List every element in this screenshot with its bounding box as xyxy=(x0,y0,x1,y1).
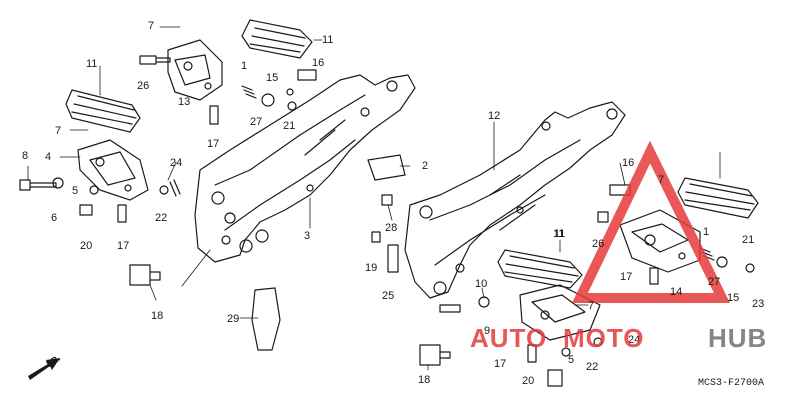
part-number-label: 26 xyxy=(592,238,605,250)
part-number-label: 10 xyxy=(475,278,488,290)
part-number-label: 19 xyxy=(365,262,378,274)
part-number-label: 26 xyxy=(137,80,150,92)
part-number-label: 12 xyxy=(488,110,501,122)
part-number-label: 25 xyxy=(382,290,395,302)
part-number-label: 16 xyxy=(622,157,635,169)
part-number-label: 7 xyxy=(588,300,595,312)
front-direction-arrow xyxy=(28,358,60,380)
right-step-stay xyxy=(404,101,626,299)
part-number-label: 11 xyxy=(86,58,98,70)
part-number-label: 15 xyxy=(266,72,279,84)
bolts xyxy=(19,55,659,387)
part-number-label: 1 xyxy=(703,226,710,238)
part-number-label: 24 xyxy=(628,334,641,346)
watermark-text-moto: MOTO xyxy=(563,323,645,353)
footpeg-bracket-7 xyxy=(519,284,601,341)
part-number-label: 1 xyxy=(241,60,248,72)
watermark-text-auto: AUTO xyxy=(470,323,548,353)
part-number-label: 11 xyxy=(322,34,334,46)
part-number-label: 24 xyxy=(170,157,183,169)
part-number-label: 5 xyxy=(72,185,79,197)
watermark-triangle xyxy=(572,140,731,303)
part-number-label: 9 xyxy=(484,325,491,337)
footpeg-rubber-top xyxy=(241,19,313,59)
part-number-label: 17 xyxy=(620,271,633,283)
part-number-label: 13 xyxy=(178,96,191,108)
part-number-label: 17 xyxy=(494,358,507,370)
part-number-label: 7 xyxy=(658,174,665,186)
part-number-label: 22 xyxy=(586,361,599,373)
part-number-label: 21 xyxy=(742,234,755,246)
footpeg-bracket-4 xyxy=(77,139,149,201)
part-number-label: 18 xyxy=(418,374,431,386)
part-number-label: 28 xyxy=(385,222,398,234)
part-number-label: 11 xyxy=(553,228,565,240)
part-number-label: 7 xyxy=(55,125,62,137)
footpeg-bracket-13 xyxy=(167,39,223,101)
part-number-label: 5 xyxy=(568,354,575,366)
footpeg-rubber-center xyxy=(497,249,583,289)
left-step-stay xyxy=(194,74,416,263)
part-number-label: 14 xyxy=(670,286,683,298)
watermark-text-hub: HUB xyxy=(708,323,768,353)
part-number-label: 27 xyxy=(250,116,263,128)
part-number-label: 8 xyxy=(22,150,29,162)
figure-code: MCS3-F2700A xyxy=(698,378,765,389)
part-number-label: 16 xyxy=(312,57,325,69)
footpeg-rubber-right xyxy=(677,177,759,219)
part-number-label: 29 xyxy=(227,313,240,325)
footpeg-rubber-left xyxy=(65,89,141,133)
leader-lines xyxy=(27,26,721,371)
part-number-label: 3 xyxy=(304,230,311,242)
part-number-label: 17 xyxy=(207,138,220,150)
part-number-label: 23 xyxy=(752,298,765,310)
part-number-label: 11 xyxy=(554,228,566,240)
part-number-label: 20 xyxy=(522,375,535,387)
part-number-label: 27 xyxy=(708,276,721,288)
part-number-label: 22 xyxy=(155,212,168,224)
part-number-label: 2 xyxy=(422,160,429,172)
part-number-label: 4 xyxy=(45,151,52,163)
part-number-label: 6 xyxy=(51,212,58,224)
part-number-label: 20 xyxy=(80,240,93,252)
part-number-label: 17 xyxy=(117,240,130,252)
part-number-label: 7 xyxy=(148,20,155,32)
part-number-label: 15 xyxy=(727,292,740,304)
part-number-label: 21 xyxy=(283,120,296,132)
part-number-label: 18 xyxy=(151,310,164,322)
